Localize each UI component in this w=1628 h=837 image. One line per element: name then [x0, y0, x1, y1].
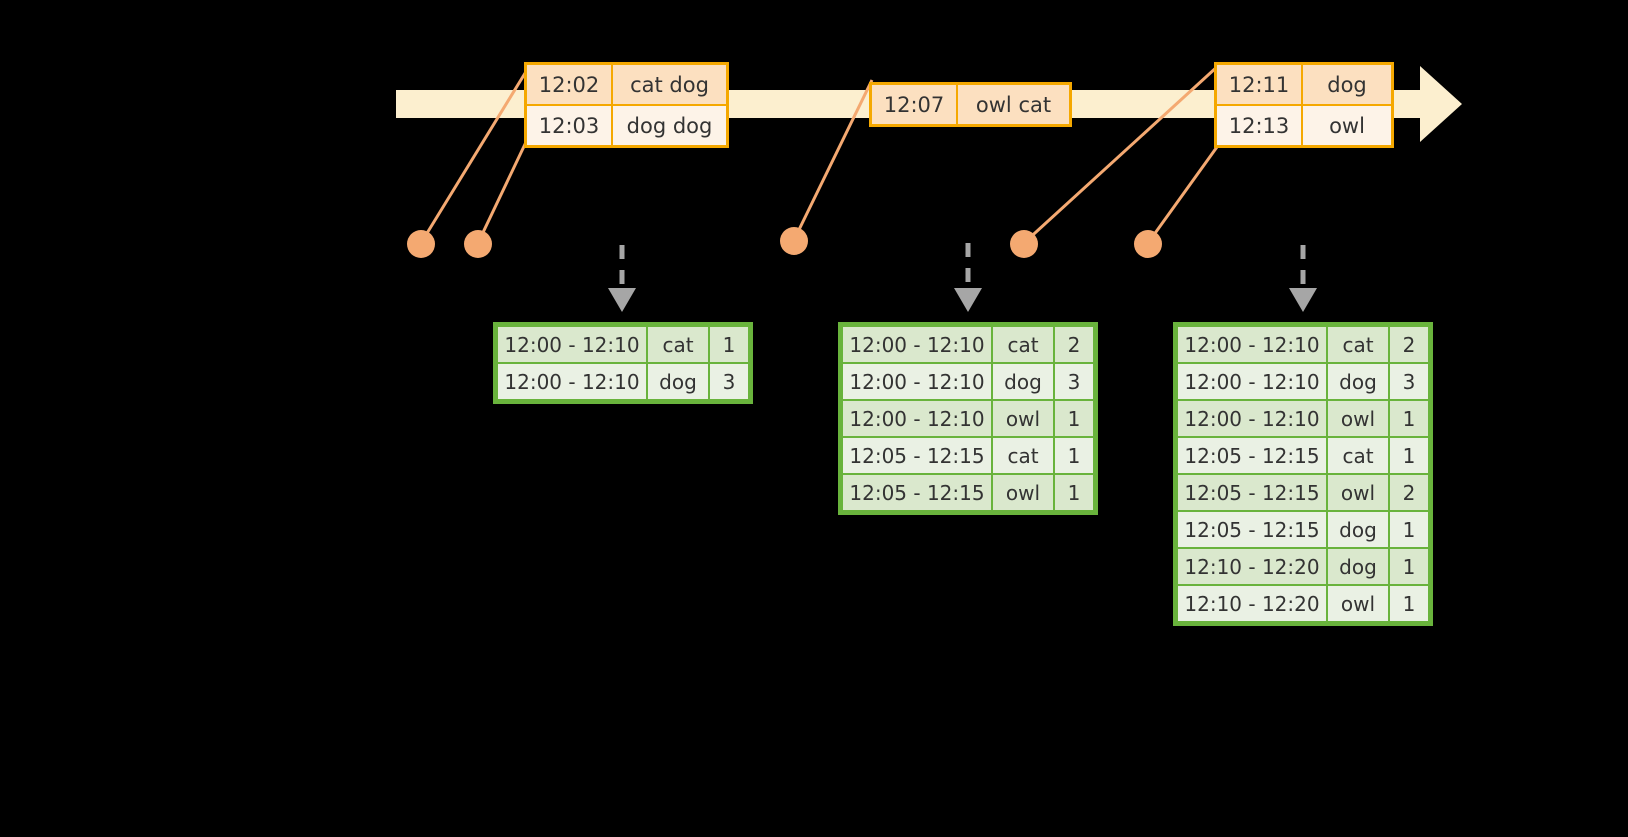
cell-count: 1: [1390, 401, 1428, 436]
cell-count: 3: [1390, 364, 1428, 399]
event-dot-3: [780, 227, 808, 255]
table-row[interactable]: 12:00 - 12:10 dog 3: [842, 363, 1094, 400]
cell-count: 1: [1390, 438, 1428, 473]
cell-word: dog: [648, 364, 708, 399]
cell-count: 1: [1055, 438, 1093, 473]
flow-arrow-3: [1289, 245, 1317, 312]
table-row[interactable]: 12:05 - 12:15 cat 1: [1177, 437, 1429, 474]
cell-count: 1: [1390, 549, 1428, 584]
event-words: dog dog: [613, 106, 726, 145]
cell-count: 2: [1055, 327, 1093, 362]
table-row[interactable]: 12:05 - 12:15 owl 2: [1177, 474, 1429, 511]
cell-window: 12:00 - 12:10: [1178, 327, 1326, 362]
event-time: 12:07: [872, 85, 958, 124]
table-row[interactable]: 12:00 - 12:10 cat 1: [497, 326, 749, 363]
cell-window: 12:00 - 12:10: [843, 401, 991, 436]
cell-word: cat: [1328, 327, 1388, 362]
event-group-2[interactable]: 12:07 owl cat: [869, 82, 1072, 127]
cell-count: 2: [1390, 475, 1428, 510]
cell-word: owl: [1328, 586, 1388, 621]
cell-count: 1: [710, 327, 748, 362]
event-row[interactable]: 12:03 dog dog: [527, 104, 726, 145]
event-time: 12:13: [1217, 106, 1303, 145]
table-row[interactable]: 12:10 - 12:20 owl 1: [1177, 585, 1429, 622]
cell-count: 1: [1390, 512, 1428, 547]
event-words: owl cat: [958, 85, 1069, 124]
table-row[interactable]: 12:00 - 12:10 dog 3: [1177, 363, 1429, 400]
cell-word: dog: [1328, 512, 1388, 547]
cell-count: 1: [1390, 586, 1428, 621]
cell-window: 12:05 - 12:15: [1178, 438, 1326, 473]
cell-window: 12:05 - 12:15: [843, 438, 991, 473]
event-group-1[interactable]: 12:02 cat dog 12:03 dog dog: [524, 62, 729, 148]
table-row[interactable]: 12:05 - 12:15 cat 1: [842, 437, 1094, 474]
table-row[interactable]: 12:00 - 12:10 cat 2: [1177, 326, 1429, 363]
cell-window: 12:00 - 12:10: [498, 327, 646, 362]
table-row[interactable]: 12:05 - 12:15 dog 1: [1177, 511, 1429, 548]
cell-window: 12:10 - 12:20: [1178, 549, 1326, 584]
cell-window: 12:10 - 12:20: [1178, 586, 1326, 621]
cell-count: 3: [710, 364, 748, 399]
event-words: dog: [1303, 65, 1391, 104]
result-table-1[interactable]: 12:00 - 12:10 cat 1 12:00 - 12:10 dog 3: [493, 322, 753, 404]
cell-word: owl: [993, 475, 1053, 510]
event-dot-group: [407, 227, 1162, 258]
event-row[interactable]: 12:11 dog: [1217, 65, 1391, 104]
cell-word: owl: [1328, 475, 1388, 510]
cell-count: 3: [1055, 364, 1093, 399]
cell-window: 12:00 - 12:10: [843, 327, 991, 362]
result-table-3[interactable]: 12:00 - 12:10 cat 2 12:00 - 12:10 dog 3 …: [1173, 322, 1433, 626]
cell-window: 12:00 - 12:10: [498, 364, 646, 399]
flow-arrow-group: [608, 243, 1317, 312]
cell-window: 12:00 - 12:10: [843, 364, 991, 399]
event-group-3[interactable]: 12:11 dog 12:13 owl: [1214, 62, 1394, 148]
cell-word: dog: [1328, 364, 1388, 399]
event-time: 12:11: [1217, 65, 1303, 104]
table-row[interactable]: 12:00 - 12:10 owl 1: [1177, 400, 1429, 437]
flow-arrow-1: [608, 245, 636, 312]
event-dot-1: [407, 230, 435, 258]
event-words: owl: [1303, 106, 1391, 145]
cell-window: 12:05 - 12:15: [1178, 512, 1326, 547]
event-words: cat dog: [613, 65, 726, 104]
event-time: 12:02: [527, 65, 613, 104]
table-row[interactable]: 12:05 - 12:15 owl 1: [842, 474, 1094, 511]
table-row[interactable]: 12:00 - 12:10 cat 2: [842, 326, 1094, 363]
cell-count: 1: [1055, 401, 1093, 436]
cell-word: owl: [993, 401, 1053, 436]
event-dot-5: [1134, 230, 1162, 258]
result-table-2[interactable]: 12:00 - 12:10 cat 2 12:00 - 12:10 dog 3 …: [838, 322, 1098, 515]
event-row[interactable]: 12:02 cat dog: [527, 65, 726, 104]
cell-window: 12:05 - 12:15: [843, 475, 991, 510]
cell-word: dog: [993, 364, 1053, 399]
cell-word: cat: [1328, 438, 1388, 473]
cell-window: 12:05 - 12:15: [1178, 475, 1326, 510]
event-time: 12:03: [527, 106, 613, 145]
event-row[interactable]: 12:13 owl: [1217, 104, 1391, 145]
cell-word: cat: [648, 327, 708, 362]
event-dot-2: [464, 230, 492, 258]
table-row[interactable]: 12:00 - 12:10 owl 1: [842, 400, 1094, 437]
cell-window: 12:00 - 12:10: [1178, 364, 1326, 399]
cell-word: dog: [1328, 549, 1388, 584]
cell-window: 12:00 - 12:10: [1178, 401, 1326, 436]
event-dot-4: [1010, 230, 1038, 258]
cell-count: 1: [1055, 475, 1093, 510]
flow-arrow-2: [954, 243, 982, 312]
cell-word: cat: [993, 327, 1053, 362]
event-row[interactable]: 12:07 owl cat: [872, 85, 1069, 124]
table-row[interactable]: 12:00 - 12:10 dog 3: [497, 363, 749, 400]
cell-word: owl: [1328, 401, 1388, 436]
cell-count: 2: [1390, 327, 1428, 362]
table-row[interactable]: 12:10 - 12:20 dog 1: [1177, 548, 1429, 585]
cell-word: cat: [993, 438, 1053, 473]
